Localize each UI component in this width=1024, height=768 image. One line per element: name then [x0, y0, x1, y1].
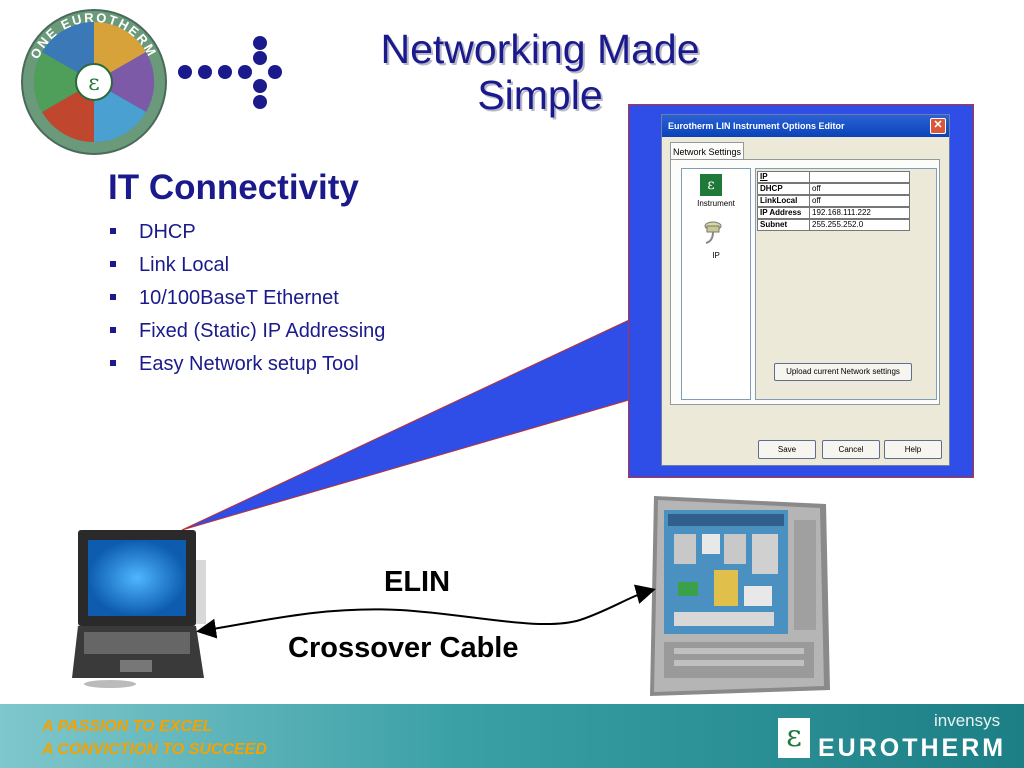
table-row: DHCP off — [757, 183, 912, 195]
bullet-icon — [110, 261, 116, 267]
slide-title: Networking Made Simple — [380, 26, 700, 118]
brand-dots-graphic — [178, 36, 282, 109]
ip-address-field[interactable]: 192.168.111.222 — [810, 207, 910, 219]
bullet-icon — [110, 294, 116, 300]
tagline-line-1: A PASSION TO EXCEL — [42, 718, 213, 735]
linklocal-value[interactable]: off — [810, 195, 910, 207]
cancel-button[interactable]: Cancel — [822, 440, 880, 459]
help-button[interactable]: Help — [884, 440, 942, 459]
dialog-titlebar[interactable]: Eurotherm LIN Instrument Options Editor … — [662, 115, 949, 137]
tab-network-settings[interactable]: Network Settings — [670, 142, 744, 160]
dhcp-value[interactable]: off — [810, 183, 910, 195]
bullet-list: DHCP Link Local 10/100BaseT Ethernet Fix… — [108, 218, 385, 383]
options-editor-dialog: Eurotherm LIN Instrument Options Editor … — [661, 114, 950, 466]
close-icon[interactable]: ✕ — [930, 118, 946, 134]
laptop-image — [72, 530, 206, 688]
list-item: Easy Network setup Tool — [108, 350, 385, 383]
bullet-icon — [110, 228, 116, 234]
table-row: IP — [757, 171, 912, 183]
elin-label: ELIN — [384, 566, 451, 598]
network-plug-icon[interactable] — [702, 221, 724, 247]
footer-bar — [0, 704, 1024, 768]
table-row: IP Address 192.168.111.222 — [757, 207, 912, 219]
list-item-instrument-label[interactable]: Instrument — [697, 199, 735, 208]
svg-text:ε: ε — [88, 71, 99, 96]
bullet-icon — [110, 327, 116, 333]
property-grid: IP DHCP off LinkLocal off IP Address 192… — [755, 168, 937, 400]
table-row: Subnet 255.255.252.0 — [757, 219, 912, 231]
table-row: LinkLocal off — [757, 195, 912, 207]
dialog-title: Eurotherm LIN Instrument Options Editor — [668, 121, 845, 131]
grid-header: IP — [757, 171, 810, 183]
bullet-icon — [110, 360, 116, 366]
eurotherm-logo-icon: ε — [778, 718, 810, 758]
company-name: invensys — [934, 711, 1001, 730]
eurotherm-epsilon-icon[interactable]: ε — [700, 174, 722, 196]
list-item: DHCP — [108, 218, 385, 251]
list-item-ip-label[interactable]: IP — [712, 251, 720, 260]
list-item: Link Local — [108, 251, 385, 284]
list-item: 10/100BaseT Ethernet — [108, 284, 385, 317]
one-eurotherm-logo: ε ONE EUROTHERM — [21, 9, 167, 155]
operator-panel-image — [650, 496, 830, 696]
save-button[interactable]: Save — [758, 440, 816, 459]
device-list: ε Instrument IP — [681, 168, 751, 400]
crossover-cable-label: Crossover Cable — [288, 632, 519, 664]
upload-network-settings-button[interactable]: Upload current Network settings — [774, 363, 912, 381]
section-heading: IT Connectivity — [108, 168, 359, 207]
tagline-line-2: A CONVICTION TO SUCCEED — [42, 741, 267, 758]
list-item: Fixed (Static) IP Addressing — [108, 317, 385, 350]
brand-name: EUROTHERM — [818, 734, 1007, 762]
subnet-field[interactable]: 255.255.252.0 — [810, 219, 910, 231]
